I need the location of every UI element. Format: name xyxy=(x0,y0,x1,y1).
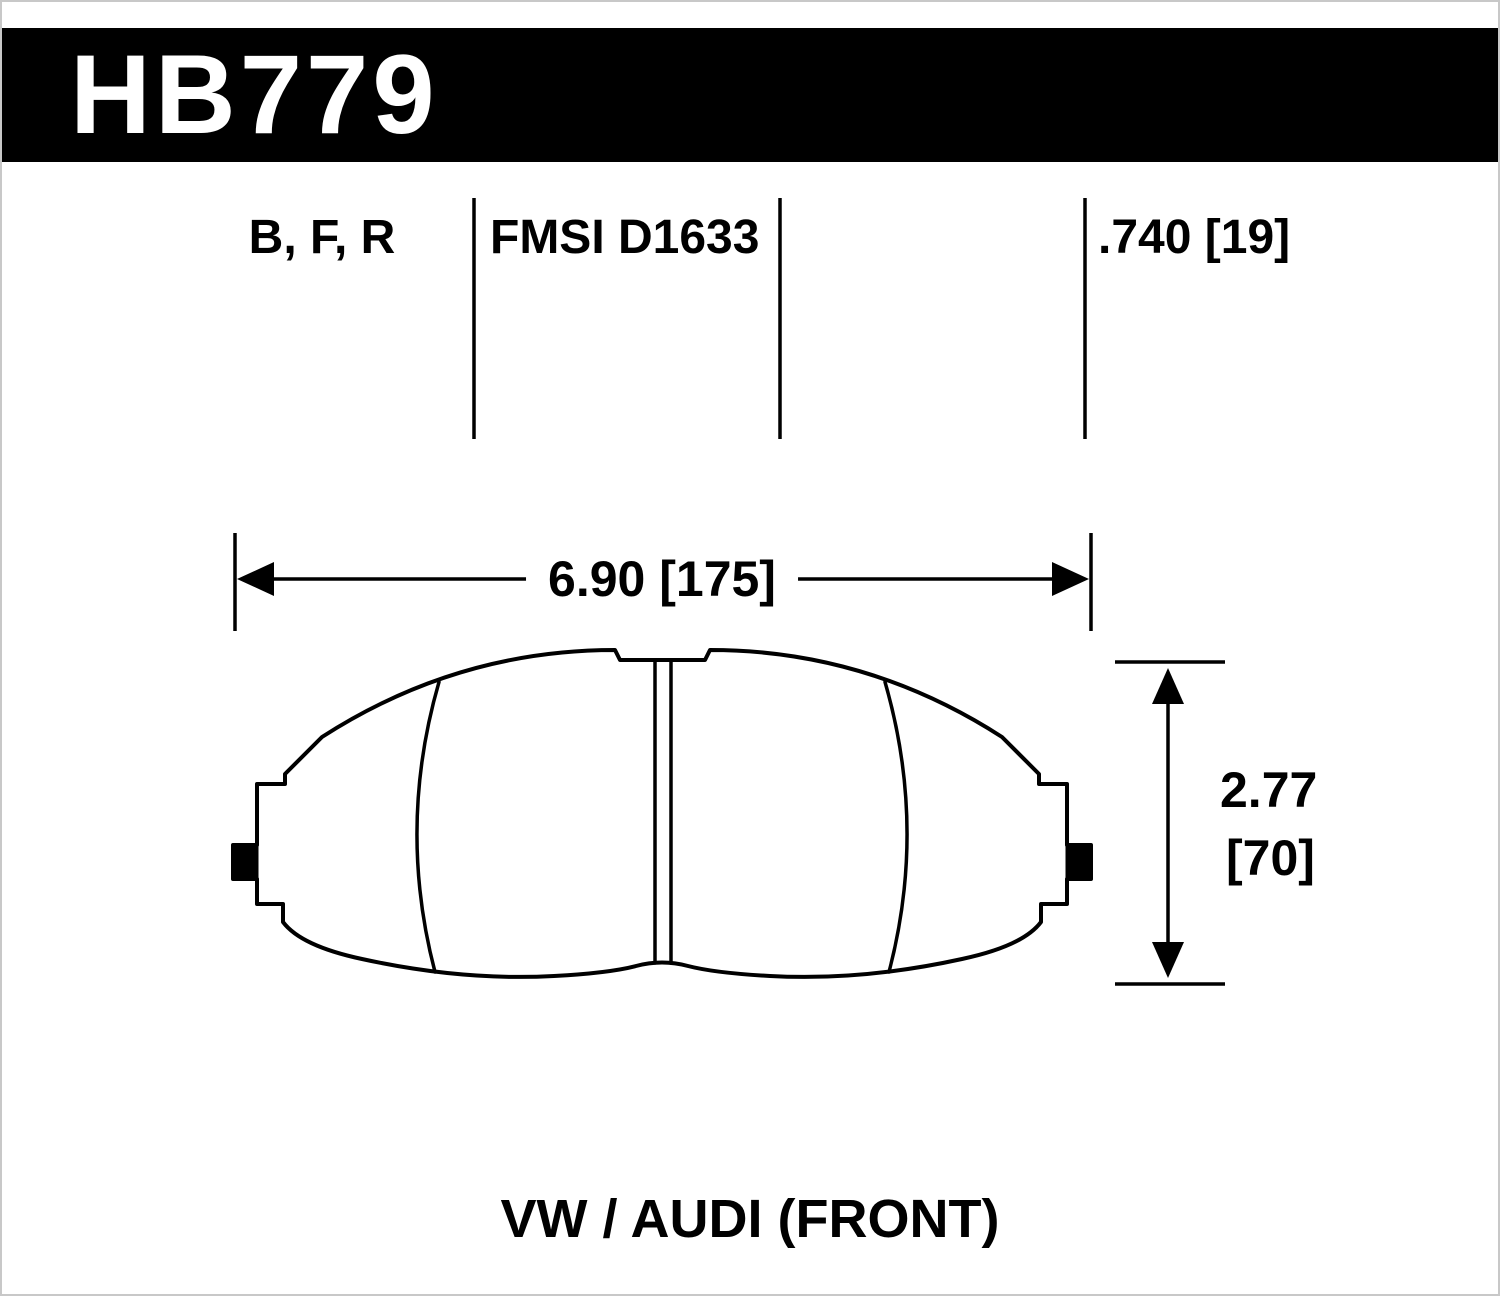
application-label: VW / AUDI (FRONT) xyxy=(500,1189,1000,1249)
height-arrowhead-bottom xyxy=(1152,942,1184,978)
height-dimension-arrow xyxy=(1115,660,1225,986)
brake-pad-outline xyxy=(231,648,1093,979)
spec-divider-lines xyxy=(472,198,1087,439)
height-arrowhead-top xyxy=(1152,668,1184,704)
pad-thickness: .740 [19] xyxy=(1098,211,1291,264)
abutment-nub-right xyxy=(1065,843,1093,881)
height-dimension-label-mm: [70] xyxy=(1226,830,1315,886)
header-bar: HB779 xyxy=(2,28,1498,162)
friction-boundary-right xyxy=(883,680,909,974)
fmsi-number: FMSI D1633 xyxy=(490,211,760,264)
height-dimension-label-in: 2.77 xyxy=(1220,762,1318,818)
compound-codes: B, F, R xyxy=(248,211,396,264)
width-dimension-label: 6.90 [175] xyxy=(526,554,798,604)
abutment-nub-left xyxy=(231,843,259,881)
brake-pad-shape xyxy=(231,648,1093,979)
part-number: HB779 xyxy=(70,32,439,157)
width-arrowhead-right xyxy=(1052,562,1089,596)
width-arrowhead-left xyxy=(237,562,274,596)
friction-boundary-left xyxy=(415,680,441,974)
